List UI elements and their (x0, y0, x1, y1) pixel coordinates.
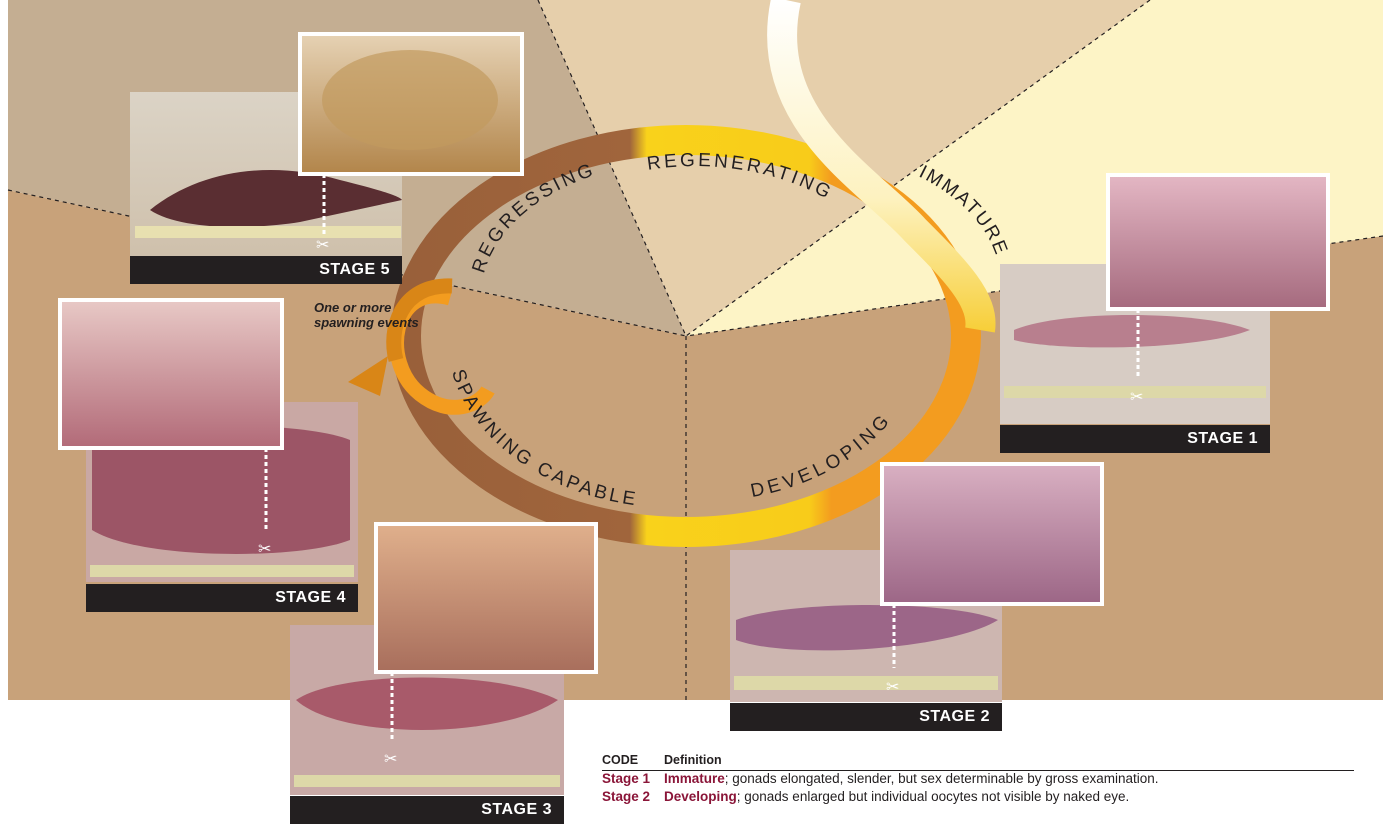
stage-4-label: STAGE 4 (86, 584, 358, 612)
scissors-icon: ✂ (316, 237, 329, 254)
spawning-events-note: One or more spawning events (314, 300, 419, 330)
stage-3-label: STAGE 3 (290, 796, 564, 824)
note-line-2: spawning events (314, 315, 419, 330)
row-code: Stage 1 (602, 771, 650, 786)
stage-definition-table: CODE Definition Stage 1 Immature; gonads… (602, 753, 1354, 807)
stage-2-label: STAGE 2 (730, 703, 1002, 731)
header-definition: Definition (664, 753, 722, 767)
row-definition: Developing; gonads enlarged but individu… (664, 789, 1129, 804)
row-code: Stage 2 (602, 789, 650, 804)
stage-5-label: STAGE 5 (130, 256, 402, 284)
row-text: ; gonads elongated, slender, but sex det… (725, 771, 1159, 786)
row-definition: Immature; gonads elongated, slender, but… (664, 771, 1159, 786)
scissors-icon: ✂ (384, 751, 397, 768)
table-row: Stage 2 Developing; gonads enlarged but … (602, 789, 1354, 807)
table-header: CODE Definition (602, 753, 1354, 771)
stage-1-label: STAGE 1 (1000, 425, 1270, 453)
row-term: Developing (664, 789, 737, 804)
note-line-1: One or more (314, 300, 419, 315)
header-code: CODE (602, 753, 638, 767)
scissors-icon: ✂ (258, 541, 271, 558)
row-term: Immature (664, 771, 725, 786)
scissors-icon: ✂ (1130, 389, 1143, 406)
row-text: ; gonads enlarged but individual oocytes… (737, 789, 1130, 804)
table-row: Stage 1 Immature; gonads elongated, slen… (602, 771, 1354, 789)
scissors-icon: ✂ (886, 679, 899, 696)
